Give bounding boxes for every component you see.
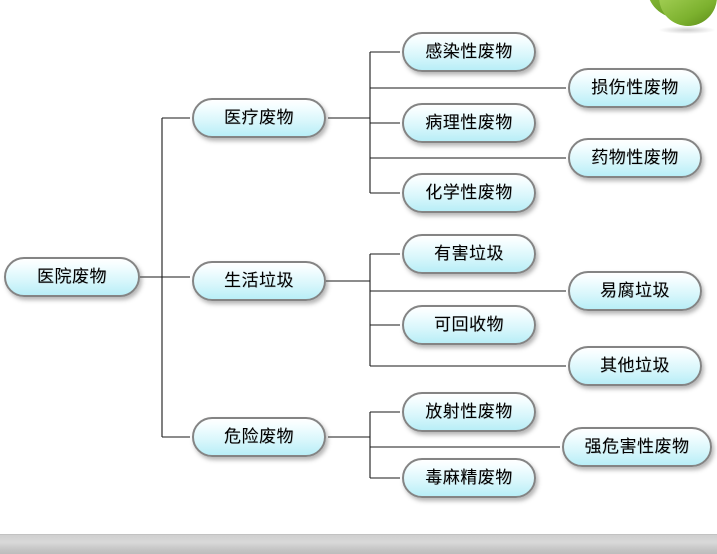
node-leaf-harmful-waste[interactable]: 有害垃圾 <box>402 234 536 274</box>
node-root-hospital-waste[interactable]: 医院废物 <box>4 257 140 297</box>
node-leaf-pharmaceutical-waste[interactable]: 药物性废物 <box>568 138 702 178</box>
node-label: 易腐垃圾 <box>600 280 670 301</box>
node-leaf-other-waste[interactable]: 其他垃圾 <box>568 346 702 386</box>
node-label: 强危害性废物 <box>584 436 690 457</box>
node-leaf-infectious-waste[interactable]: 感染性废物 <box>402 32 536 72</box>
node-label: 病理性废物 <box>425 112 513 133</box>
node-label: 化学性废物 <box>425 182 513 203</box>
node-label: 有害垃圾 <box>434 243 504 264</box>
node-leaf-chemical-waste[interactable]: 化学性废物 <box>402 173 536 213</box>
node-label: 药物性废物 <box>591 147 679 168</box>
node-label: 医疗废物 <box>224 107 294 128</box>
node-leaf-highly-hazardous-waste[interactable]: 强危害性废物 <box>562 427 712 467</box>
node-leaf-pathological-waste[interactable]: 病理性废物 <box>402 103 536 143</box>
node-label: 损伤性废物 <box>591 77 679 98</box>
node-label: 其他垃圾 <box>600 355 670 376</box>
node-label: 放射性废物 <box>425 401 513 422</box>
node-leaf-perishable-waste[interactable]: 易腐垃圾 <box>568 271 702 311</box>
node-branch-domestic-waste[interactable]: 生活垃圾 <box>192 261 326 301</box>
node-leaf-narcotic-psychotropic-waste[interactable]: 毒麻精废物 <box>402 458 536 498</box>
node-branch-hazardous-waste[interactable]: 危险废物 <box>192 417 326 457</box>
node-leaf-sharps-waste[interactable]: 损伤性废物 <box>568 68 702 108</box>
node-branch-medical-waste[interactable]: 医疗废物 <box>192 98 326 138</box>
slide-footer-band <box>0 534 717 554</box>
node-label: 感染性废物 <box>425 41 513 62</box>
leaf-decoration-shadow <box>659 26 715 34</box>
node-leaf-recyclable-waste[interactable]: 可回收物 <box>402 305 536 345</box>
node-label: 医院废物 <box>37 266 107 287</box>
node-label: 可回收物 <box>434 314 504 335</box>
node-label: 毒麻精废物 <box>425 467 513 488</box>
node-leaf-radioactive-waste[interactable]: 放射性废物 <box>402 392 536 432</box>
node-label: 生活垃圾 <box>224 270 294 291</box>
node-label: 危险废物 <box>224 426 294 447</box>
